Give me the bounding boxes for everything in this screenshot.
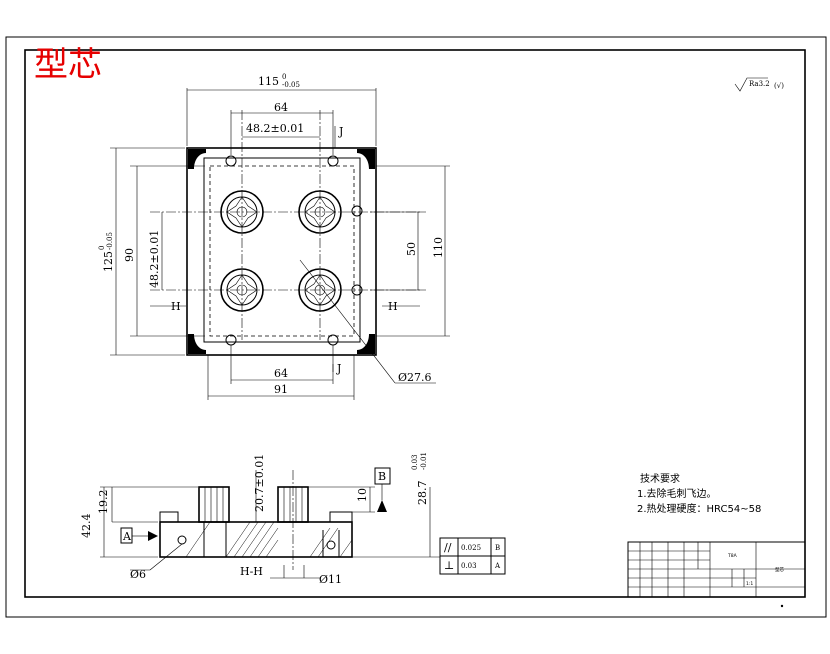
tol-row1-value: 0.025 [461,544,481,552]
dim-sec-287: 28.7 [416,481,429,506]
dim-right-50: 50 [405,242,418,256]
title-block-scale: 1:1 [746,581,753,587]
notes-item-2: 2.热处理硬度：HRC54~58 [637,502,761,515]
label-datum-a: A [122,530,132,543]
tol-row1-symbol: // [444,541,452,554]
notes-item-1: 1.去除毛刺飞边。 [637,487,717,500]
title-block-name: 型芯 [775,566,784,573]
label-section: H-H [240,565,263,578]
core-bl [220,268,264,312]
notes-heading: 技术要求 [640,472,680,485]
tol-row1-datum: B [495,544,500,552]
label-j-bottom: J [336,362,341,375]
tolerance-frame [439,537,506,575]
dim-bottom-91: 91 [274,383,288,396]
dim-top-482: 48.2±0.01 [246,122,304,135]
dim-width: 115 [258,75,279,88]
inner-frame [24,49,806,598]
dim-left-125: 125 [102,251,115,272]
core-tl [220,190,264,234]
section-dimensions [100,467,440,579]
dim-sec-287-tol-lower: -0.01 [420,452,428,470]
svg-text:(√): (√) [774,82,784,90]
dim-width-tol-lower: -0.05 [282,81,300,89]
dim-bottom-64: 64 [274,367,288,380]
core-br [298,268,342,312]
surface-finish-symbol: Ra3.2 (√) [734,77,784,92]
dim-width-tol-upper: 0 [282,73,286,81]
title-block [627,541,806,598]
dim-sec-207: 20.7±0.01 [253,454,266,512]
dim-sec-dia11: Ø11 [319,573,342,586]
tol-row2-symbol: ⊥ [444,559,454,572]
dim-sec-10: 10 [356,488,369,502]
dim-sec-287-tol-upper: 0.03 [411,454,419,470]
dim-top-64: 64 [274,101,288,114]
outer-frame [5,36,827,618]
tol-row2-value: 0.03 [461,562,477,570]
svg-text:Ra3.2: Ra3.2 [749,80,770,88]
label-datum-b: B [378,470,386,483]
drawing-title: 型芯 [34,45,102,85]
label-h-right: H [388,300,398,313]
core-tr [298,190,342,234]
dim-sec-192: 19.2 [97,490,110,515]
label-j-top: J [338,125,343,138]
dim-left-482: 48.2±0.01 [148,230,161,288]
top-view [150,110,420,356]
dim-right-110: 110 [432,237,445,258]
top-dimensions [110,88,450,400]
dim-left-125-tol-upper: 0 [98,246,106,250]
dim-left-125-tol-lower: -0.05 [106,232,114,250]
dim-dia-276: Ø27.6 [398,371,432,384]
label-h-left: H [171,300,181,313]
dim-sec-424: 42.4 [80,514,93,539]
tol-row2-datum: A [494,562,501,570]
title-block-material: T8A [727,553,738,559]
dim-sec-dia6: Ø6 [130,568,146,581]
dim-left-90: 90 [123,248,136,262]
